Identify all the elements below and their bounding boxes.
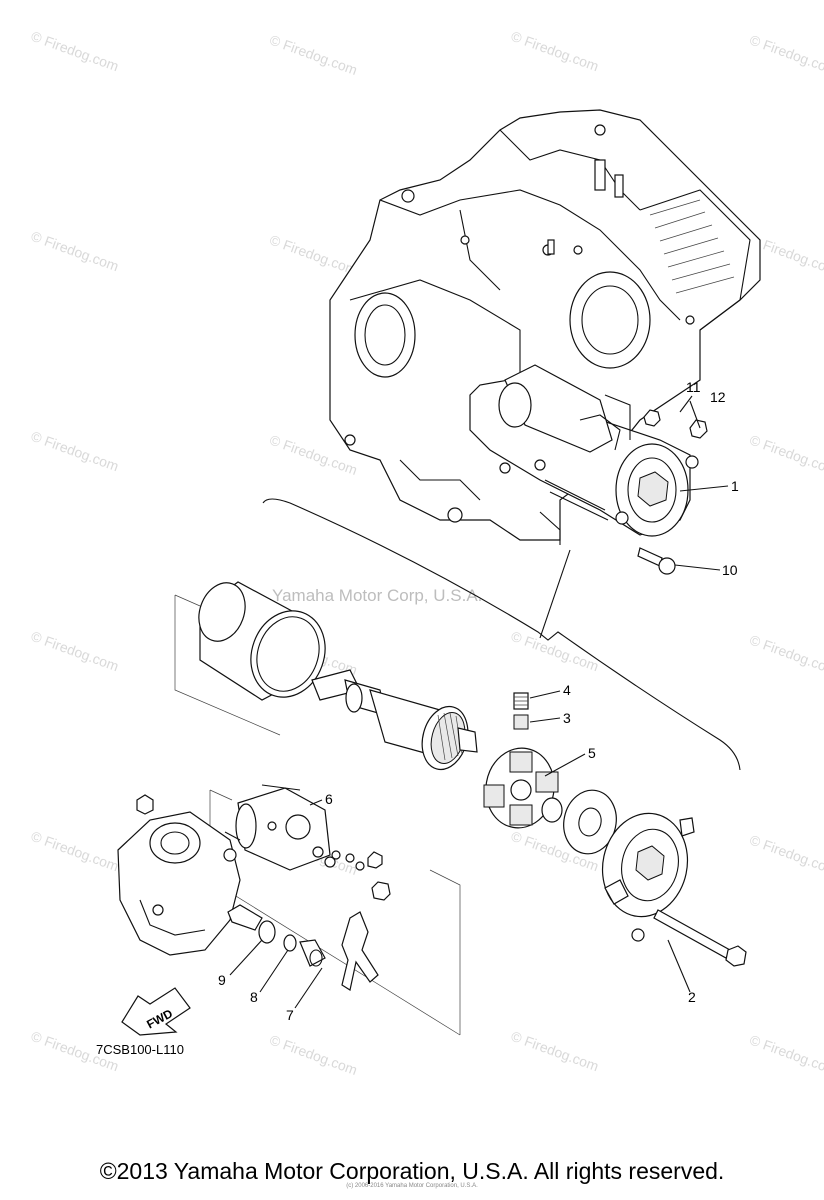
clip-part-8: [283, 934, 297, 952]
callout-9: 9: [218, 972, 226, 988]
exploded-view-bracket: [262, 498, 741, 771]
watermark-text: © Firedog.com: [509, 28, 601, 75]
callout-3: 3: [563, 710, 571, 726]
center-watermark: Yamaha Motor Corp, U.S.A.: [272, 586, 482, 605]
callout-10: 10: [722, 562, 738, 578]
shift-lever: [341, 911, 379, 991]
tiny-copyright-note: (c) 2006-2016 Yamaha Motor Corporation, …: [346, 1183, 478, 1189]
armature: [311, 669, 478, 771]
callout-2: 2: [688, 989, 696, 1005]
nut-part-11: [643, 409, 661, 427]
starter-yoke: [198, 581, 326, 701]
starter-motor-assembly: [469, 364, 699, 537]
cylinder-fins: [649, 199, 735, 294]
callout-6: 6: [325, 791, 333, 807]
watermark-text: © Firedog.com: [748, 432, 824, 479]
copyright-notice: ©2013 Yamaha Motor Corporation, U.S.A. A…: [99, 1158, 725, 1184]
watermark-text: © Firedog.com: [29, 228, 121, 275]
nut-part-12: [689, 419, 708, 439]
stopper-part-7: [299, 939, 326, 967]
front-housing: [117, 794, 241, 956]
callout-5: 5: [588, 745, 596, 761]
watermark-text: © Firedog.com: [748, 632, 824, 679]
pinion-part-9: [227, 904, 276, 944]
washer: [541, 789, 617, 855]
brush-part-3: [513, 714, 529, 730]
watermark-text: © Firedog.com: [748, 1032, 824, 1079]
solenoid-part-6: [224, 784, 341, 871]
engine-crankcase: [329, 109, 761, 545]
fwd-arrow: FWD: [121, 987, 191, 1036]
watermark-text: © Firedog.com: [29, 628, 121, 675]
watermark-text: © Firedog.com: [748, 832, 824, 879]
callout-7: 7: [286, 1007, 294, 1023]
drawing-code: 7CSB100-L110: [96, 1042, 184, 1057]
callout-4: 4: [563, 682, 571, 698]
callout-11: 11: [686, 379, 701, 395]
brush-holder-part-5: [483, 747, 559, 829]
callout-12: 12: [710, 389, 726, 405]
watermark-text: © Firedog.com: [29, 28, 121, 75]
terminal-nuts: [345, 851, 391, 901]
watermark-text: © Firedog.com: [268, 232, 360, 279]
watermark-text: © Firedog.com: [268, 1032, 360, 1079]
watermark-text: © Firedog.com: [29, 428, 121, 475]
brush-spring-part-4: [513, 692, 529, 710]
through-bolt-part-2: [653, 909, 747, 967]
rear-cover: [601, 812, 695, 942]
watermark-text: © Firedog.com: [509, 1028, 601, 1075]
callout-8: 8: [250, 989, 258, 1005]
bolt-part-10: [637, 547, 676, 575]
watermark-text: © Firedog.com: [748, 32, 824, 79]
callout-1: 1: [731, 478, 739, 494]
watermark-text: © Firedog.com: [29, 828, 121, 875]
watermark-text: © Firedog.com: [268, 32, 360, 79]
